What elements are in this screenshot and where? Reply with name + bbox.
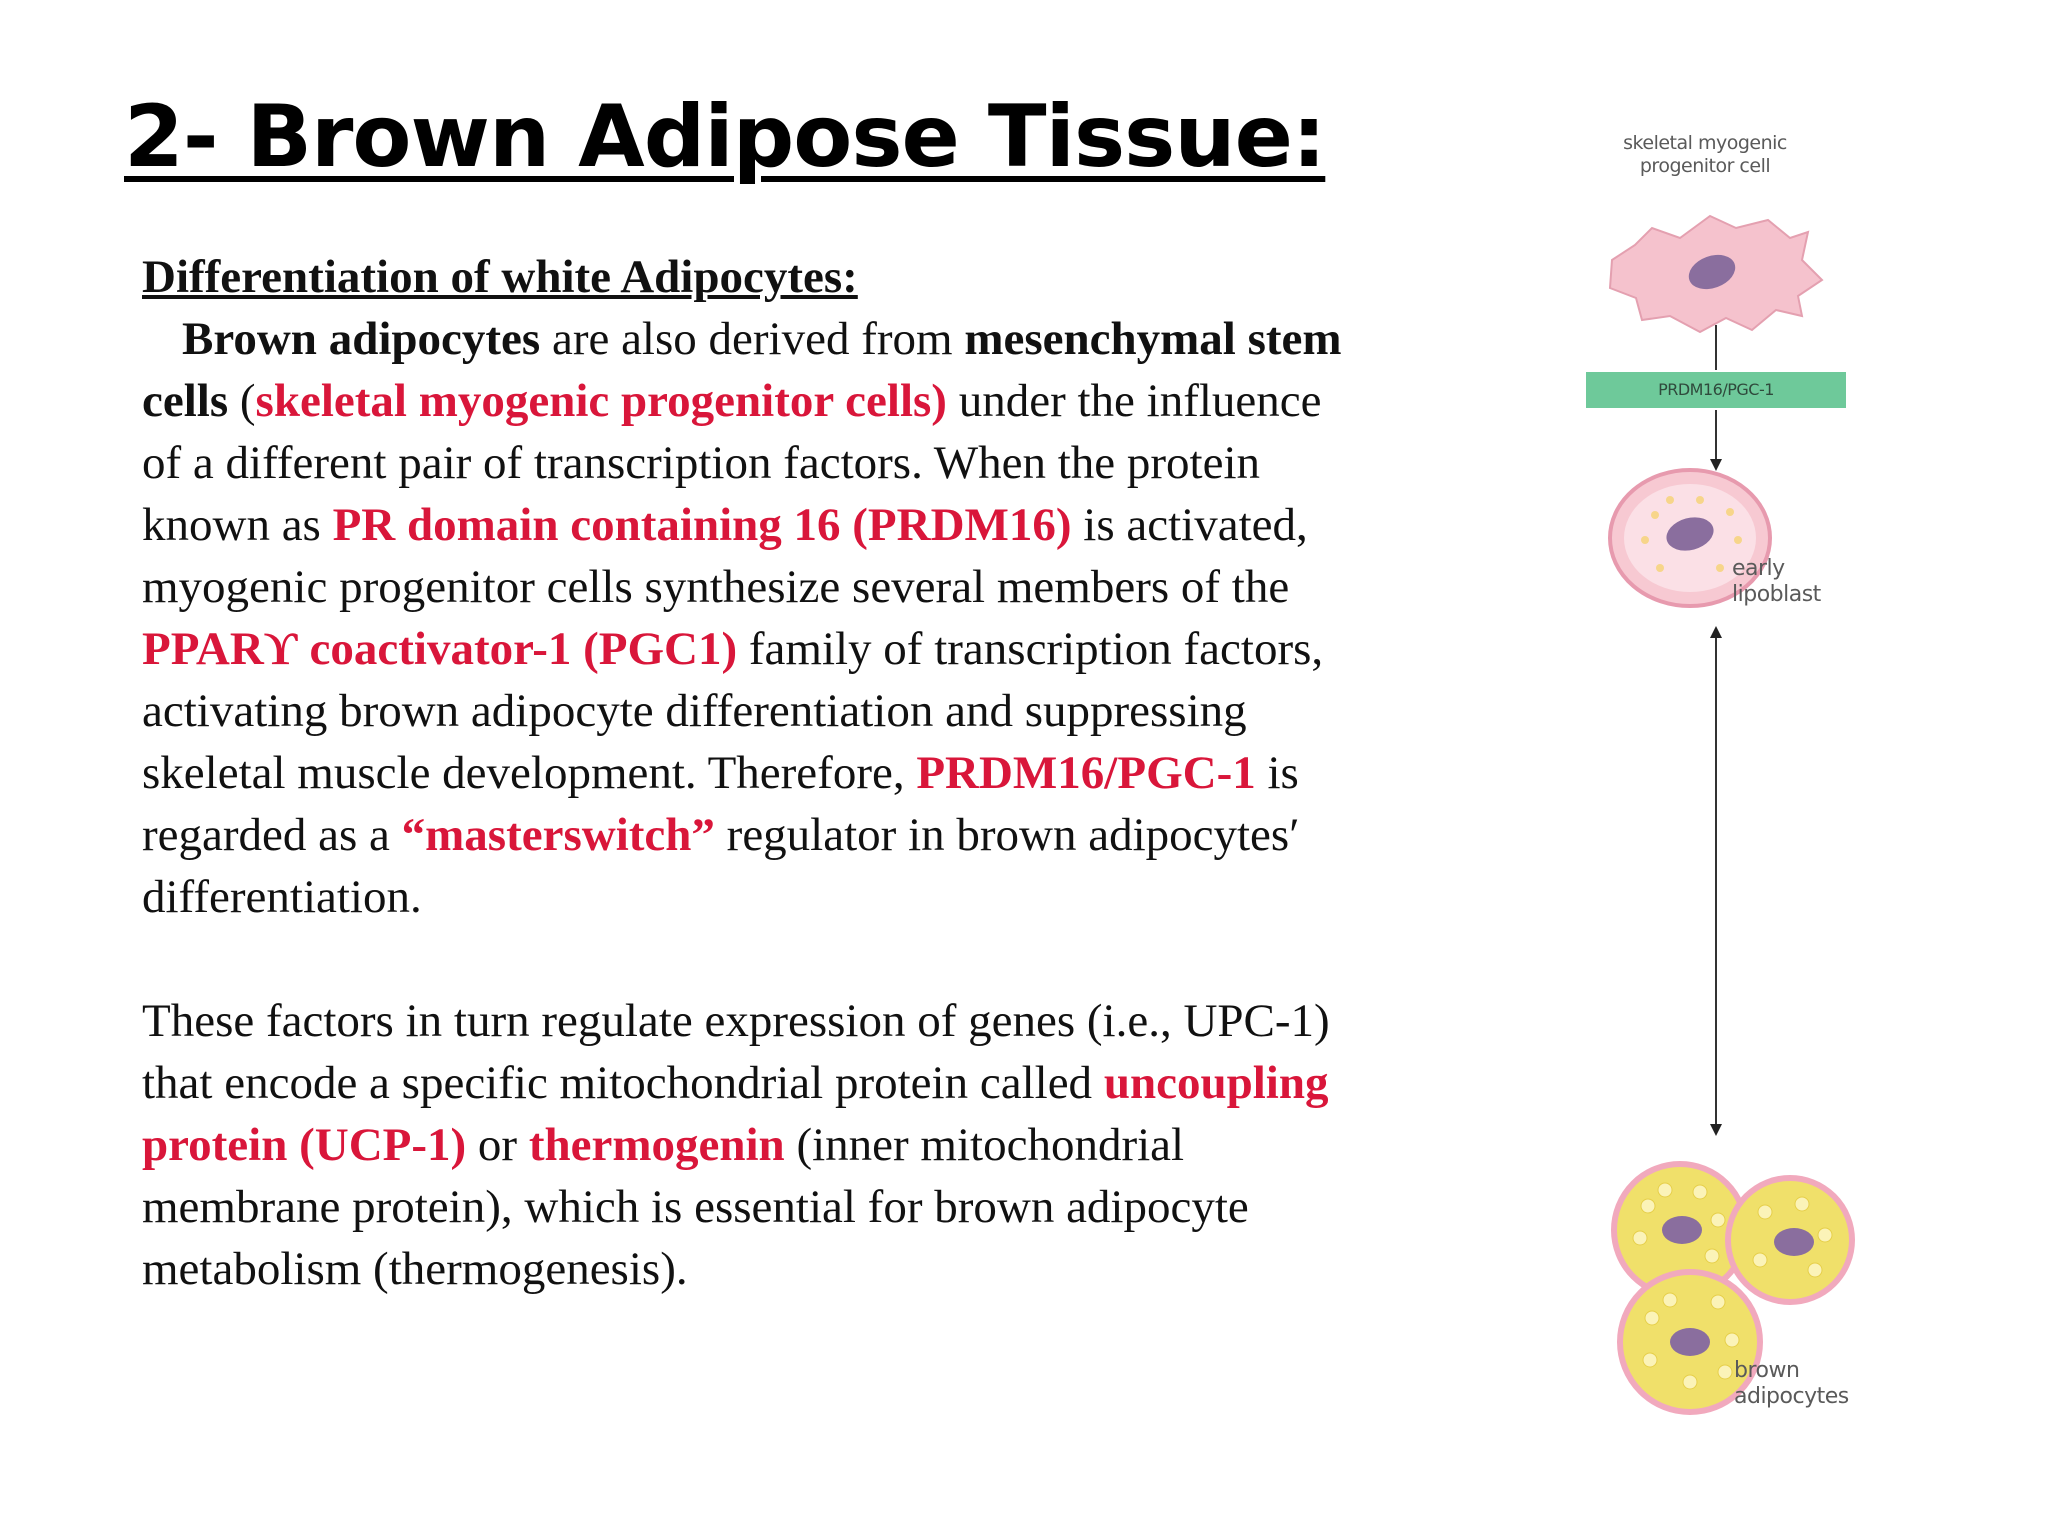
text-run: is regarded as a	[142, 747, 1299, 861]
text-run: uncoupling protein (UCP-1)	[142, 1057, 1329, 1171]
text-run: Brown adipocytes	[182, 313, 541, 365]
differentiation-diagram: skeletal myogenic progenitor cell PRDM16…	[1540, 120, 1880, 1440]
text-run: mesenchymal stem cells	[142, 313, 1342, 427]
label-early-line2: lipoblast	[1732, 582, 1821, 607]
label-progenitor-line2: progenitor cell	[1639, 155, 1771, 177]
text-run: regulator in brown adipocytes′ different…	[142, 809, 1300, 923]
progenitor-cell-icon	[1608, 214, 1824, 334]
text-run: family of transcription factors, activat…	[142, 623, 1324, 799]
label-brown-line2: adipocytes	[1734, 1384, 1849, 1409]
paragraph-2: These factors in turn regulate expressio…	[142, 990, 1362, 1300]
text-run: PPARϒ coactivator-1 (PGC1)	[142, 623, 738, 675]
text-run: are also derived from	[540, 313, 965, 365]
slide-title: 2- Brown Adipose Tissue:	[124, 87, 1326, 187]
label-progenitor-cell: skeletal myogenic progenitor cell	[1550, 132, 1860, 178]
text-run: under the influence of a different pair …	[142, 375, 1322, 551]
subheading: Differentiation of white Adipocytes:	[142, 251, 858, 303]
text-run: skeletal myogenic progenitor cells)	[255, 375, 947, 427]
paragraph-1: Brown adipocytes are also derived from m…	[142, 308, 1362, 928]
text-run: PRDM16/PGC-1	[916, 747, 1256, 799]
text-run: These factors in turn regulate expressio…	[142, 995, 1330, 1109]
factor-box: PRDM16/PGC-1	[1586, 372, 1846, 408]
label-progenitor-line1: skeletal myogenic	[1623, 132, 1787, 154]
diagram-artwork	[1608, 214, 1855, 1415]
brown-adipocytes-icon	[1611, 1161, 1855, 1415]
text-run: PR domain containing 16 (PRDM16)	[332, 499, 1072, 551]
early-lipoblast-icon	[1608, 468, 1772, 608]
label-brown-line1: brown	[1734, 1358, 1800, 1383]
text-run: or	[466, 1119, 529, 1171]
text-run: is activated, myogenic progenitor cells …	[142, 499, 1308, 613]
body-text: Differentiation of white Adipocytes: Bro…	[142, 246, 1362, 1300]
label-early-lipoblast: early lipoblast	[1732, 556, 1821, 608]
text-run: (	[228, 375, 256, 427]
label-early-line1: early	[1732, 556, 1785, 581]
text-run: “masterswitch”	[401, 809, 715, 861]
label-brown-adipocytes: brown adipocytes	[1734, 1358, 1849, 1410]
text-run: (inner mitochondrial membrane protein), …	[142, 1119, 1249, 1295]
text-run: thermogenin	[528, 1119, 785, 1171]
